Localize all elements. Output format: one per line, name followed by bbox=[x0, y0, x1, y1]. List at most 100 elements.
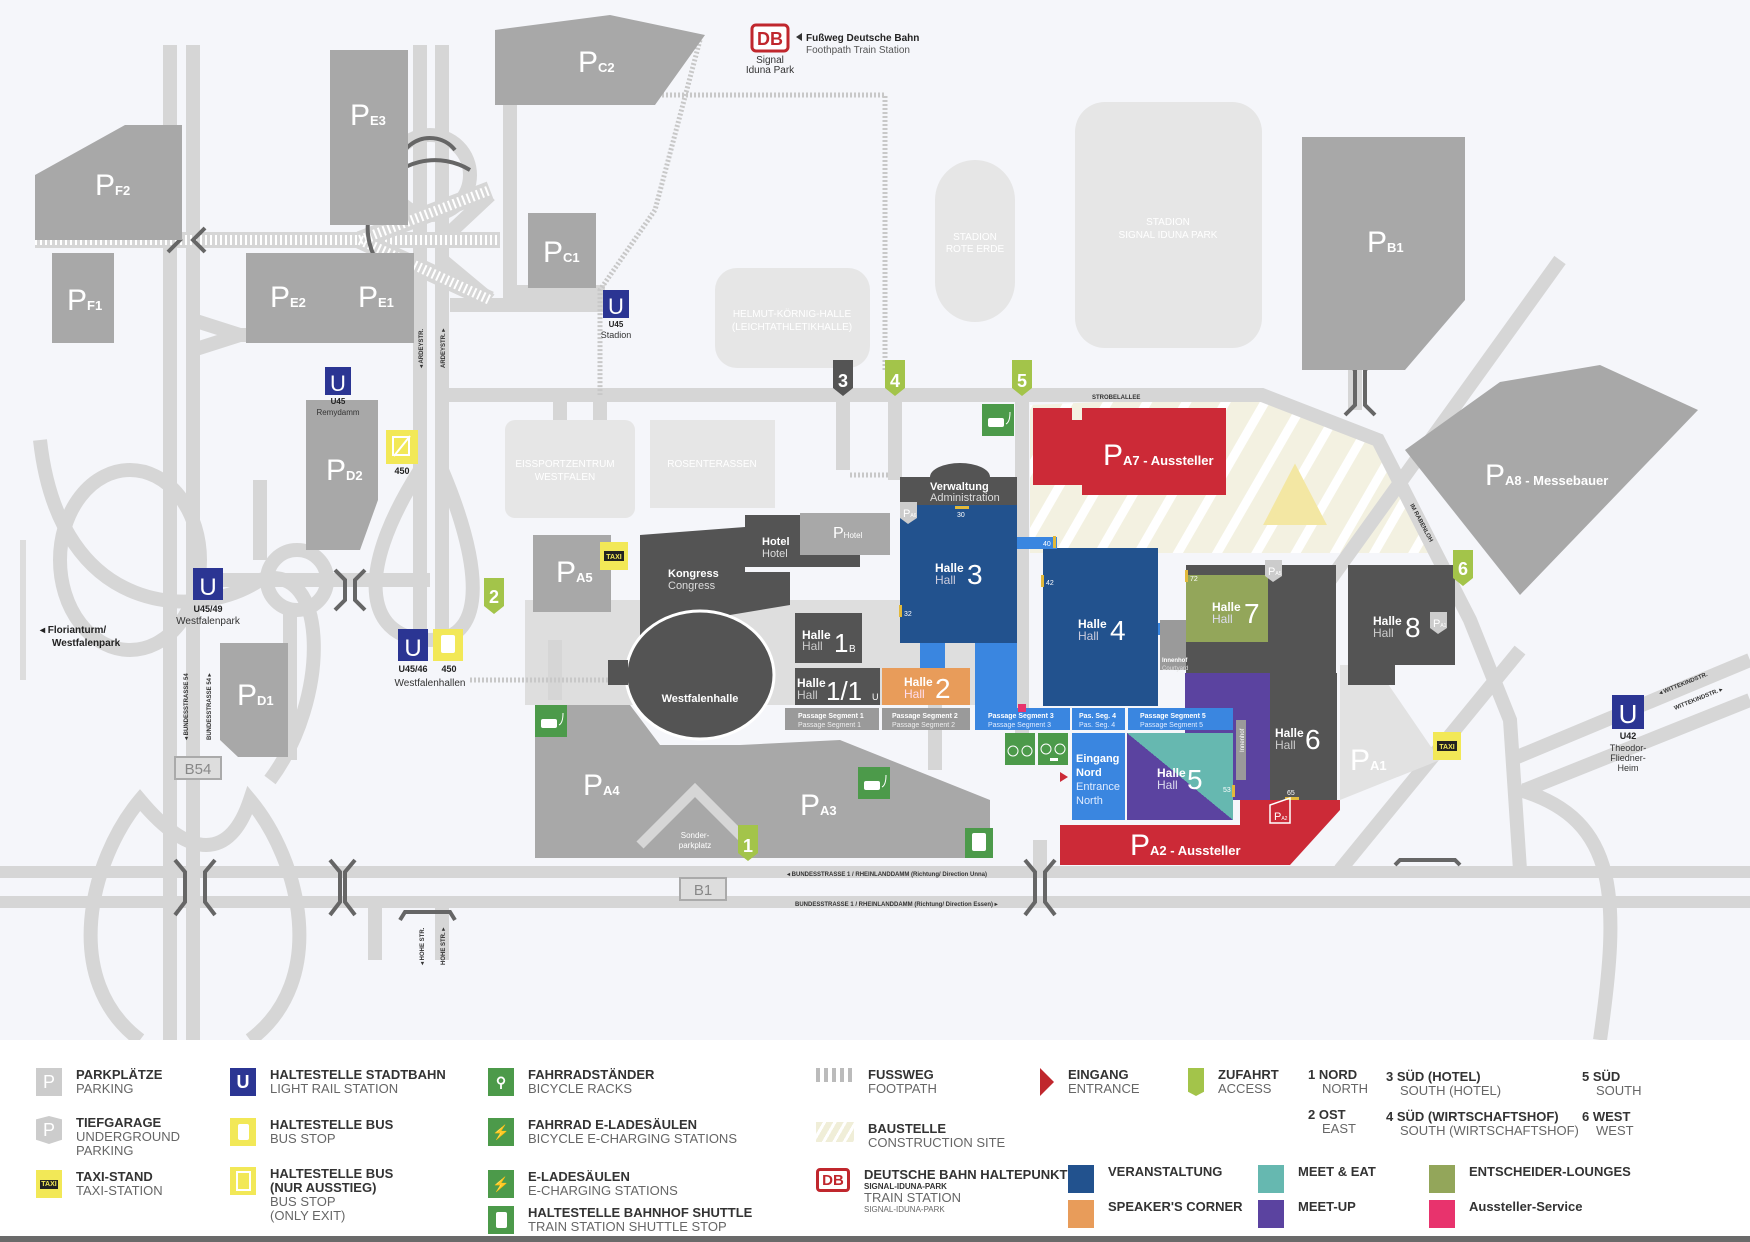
label-helmut: HELMUT-KÖRNIG-HALLE bbox=[733, 308, 852, 320]
label-p-a8: PA8 - Messebauer bbox=[1485, 459, 1608, 492]
name: Heim bbox=[1617, 763, 1638, 773]
legend-meet-eat: MEET & EAT bbox=[1258, 1165, 1376, 1193]
eingang-nord bbox=[1072, 733, 1125, 820]
direction-4: 4 SÜD (WIRTSCHAFTSHOF)SOUTH (WIRTSCHAFTS… bbox=[1386, 1110, 1579, 1138]
dir-en: SOUTH bbox=[1596, 1083, 1642, 1098]
legend-text-de: PARKPLÄTZE bbox=[76, 1067, 163, 1082]
construction-icon bbox=[816, 1122, 854, 1142]
label-p-f1: PF1 bbox=[67, 284, 102, 317]
legend-bus-exit: HALTESTELLE BUS(NUR AUSSTIEG)BUS STOP(ON… bbox=[230, 1167, 393, 1223]
label-signal-iduna-sub: SIGNAL IDUNA PARK bbox=[1119, 230, 1218, 241]
passage-3-en: Passage Segment 3 bbox=[988, 722, 1051, 729]
label-entrance: Entrance bbox=[1076, 781, 1120, 793]
label-nord: Nord bbox=[1076, 767, 1102, 779]
line: U45 bbox=[609, 320, 624, 329]
swatch bbox=[1258, 1165, 1284, 1193]
sub: A6 bbox=[910, 513, 916, 519]
halle-8 bbox=[1348, 565, 1455, 685]
halle-1-1u bbox=[795, 668, 880, 705]
street-b1-essen: BUNDESSTRASSE 1 / RHEINLANDDAMM (Richtun… bbox=[795, 902, 999, 908]
underground-parking-a6-icon: PA6 bbox=[900, 502, 917, 524]
street-b1-unna: ◂ BUNDESSTRASSE 1 / RHEINLANDDAMM (Richt… bbox=[786, 872, 987, 878]
db-logo-icon: DB bbox=[816, 1168, 850, 1192]
passage-5-en: Passage Segment 5 bbox=[1140, 722, 1203, 729]
line: U42 bbox=[1620, 731, 1637, 741]
bus-line: 450 bbox=[441, 664, 456, 674]
legend-text-en-2: PARKING bbox=[76, 1143, 134, 1158]
label-westfalenhalle: Westfalenhalle bbox=[662, 693, 739, 705]
hall-en: Hall bbox=[1157, 778, 1178, 792]
taxi-label: TAXI bbox=[40, 1179, 58, 1189]
halle-1b bbox=[795, 613, 862, 663]
db-footpath-en: Foothpath Train Station bbox=[806, 45, 910, 56]
legend-veranstaltung: VERANSTALTUNG bbox=[1068, 1165, 1222, 1193]
db-logo-icon bbox=[750, 23, 790, 53]
parking-e3 bbox=[330, 50, 408, 225]
footpath-icon bbox=[816, 1068, 854, 1082]
label-p-a1: PA1 bbox=[1350, 744, 1387, 777]
label-innenhof-2: Innenhof bbox=[1240, 728, 1246, 752]
legend-text-en: BUS STOP bbox=[270, 1194, 336, 1209]
access-4-marker: 4 bbox=[885, 360, 905, 396]
shuttle-icon bbox=[488, 1206, 514, 1234]
hall-number: 1 bbox=[834, 628, 848, 658]
dir-de: 5 SÜD bbox=[1582, 1069, 1621, 1084]
swatch bbox=[1068, 1200, 1094, 1228]
label-helmut-sub: (LEICHTATHLETIKHALLE) bbox=[732, 322, 852, 333]
bus-exit-icon bbox=[230, 1167, 256, 1195]
label-administration: Administration bbox=[930, 492, 1000, 504]
label-p-c1: PC1 bbox=[543, 236, 580, 269]
hall-de: Halle bbox=[904, 675, 933, 689]
gate-42: 42 bbox=[1046, 580, 1054, 587]
parking-a8 bbox=[1405, 365, 1698, 595]
label-innenhof: Innenhof bbox=[1162, 658, 1188, 664]
gate-65: 65 bbox=[1287, 790, 1295, 797]
passage-segment-1 bbox=[785, 708, 879, 730]
underground-parking-a5-icon: PA5 bbox=[1265, 560, 1282, 582]
legend-text-de: TIEFGARAGE bbox=[76, 1115, 162, 1130]
access-1-marker: 1 bbox=[738, 825, 758, 861]
legend-text-de: ZUFAHRT bbox=[1218, 1067, 1279, 1082]
venue-map: 30 32 40 42 72 53 65 HELMUT-KÖRNIG-HALLE… bbox=[0, 15, 1750, 1040]
bottom-bar bbox=[0, 1236, 1750, 1242]
label-p-c2: PC2 bbox=[578, 46, 615, 79]
venue-labels: HELMUT-KÖRNIG-HALLE (LEICHTATHLETIKHALLE… bbox=[515, 217, 1217, 483]
hall-de: Halle bbox=[802, 628, 831, 642]
legend-text-en: E-CHARGING STATIONS bbox=[528, 1183, 678, 1198]
shuttle-stop-icon bbox=[965, 828, 993, 858]
legend-text-en: ENTRANCE bbox=[1068, 1081, 1140, 1096]
access-number: 1 bbox=[743, 836, 753, 856]
access-icon bbox=[1188, 1068, 1204, 1096]
swatch bbox=[1429, 1200, 1455, 1228]
street-hohe-str-2: HOHE STR. ▸ bbox=[441, 927, 447, 965]
legend-text: VERANSTALTUNG bbox=[1108, 1164, 1223, 1179]
access-number: 3 bbox=[838, 371, 848, 391]
legend-text-de: HALTESTELLE BAHNHOF SHUTTLE bbox=[528, 1205, 753, 1220]
b1-label: B1 bbox=[694, 882, 712, 899]
legend-text-en: UNDERGROUND bbox=[76, 1129, 180, 1144]
hall-de: Halle bbox=[1078, 617, 1107, 631]
legend-text-en: ACCESS bbox=[1218, 1081, 1272, 1096]
helmut-koernig-halle bbox=[715, 268, 870, 368]
legend-text-en: CONSTRUCTION SITE bbox=[868, 1135, 1006, 1150]
label-westfalenpark: Westfalenpark bbox=[52, 638, 121, 649]
access-number: 5 bbox=[1017, 371, 1027, 391]
legend-text-de: FAHRRADSTÄNDER bbox=[528, 1067, 655, 1082]
taxi-icon: TAXI bbox=[600, 542, 628, 570]
hall-number: 7 bbox=[1244, 598, 1260, 629]
legend-text-en: BUS STOP bbox=[270, 1131, 336, 1146]
street-strobelallee: STROBELALLEE bbox=[1092, 395, 1140, 401]
label-p-hotel: PHotel bbox=[833, 525, 863, 542]
parking-d2 bbox=[306, 400, 378, 550]
halle-6 bbox=[1270, 673, 1337, 800]
name: Westfalenpark bbox=[176, 616, 241, 627]
passage-segment-5 bbox=[1128, 708, 1233, 730]
